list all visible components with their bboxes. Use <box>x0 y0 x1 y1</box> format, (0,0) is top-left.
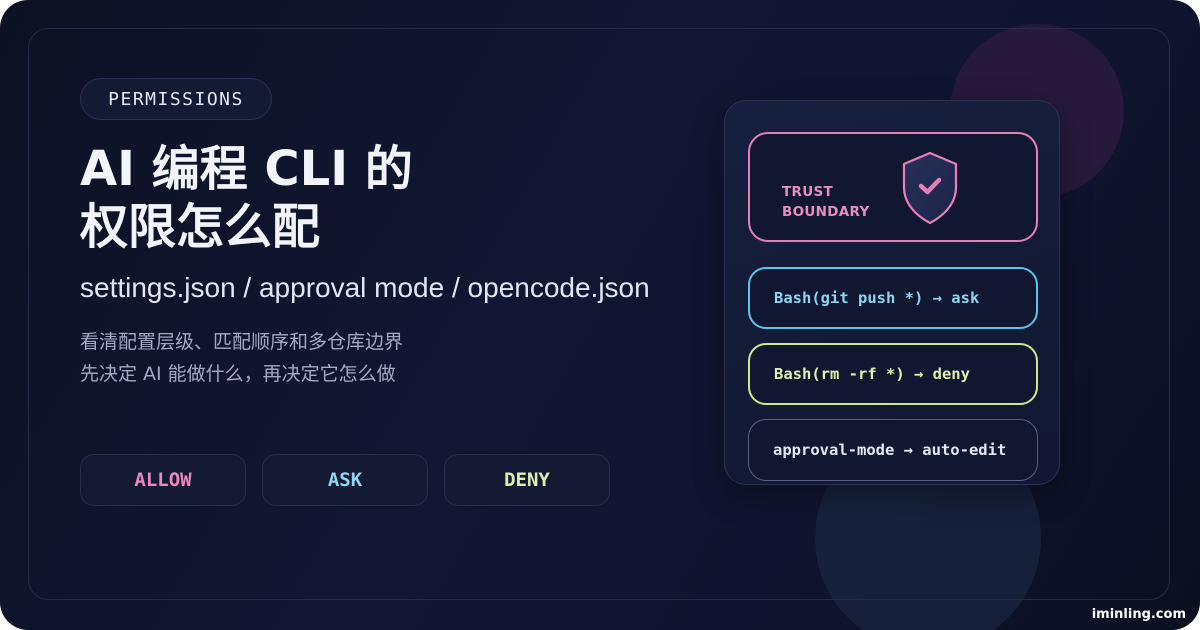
watermark: iminling.com <box>1091 607 1186 622</box>
subtitle: settings.json / approval mode / opencode… <box>80 272 650 303</box>
trust-boundary-box: TRUST BOUNDARY <box>748 132 1038 242</box>
trust-boundary-label: TRUST BOUNDARY <box>782 182 870 222</box>
description: 看清配置层级、匹配顺序和多仓库边界 先决定 AI 能做什么，再决定它怎么做 <box>80 326 403 390</box>
trust-label-line-2: BOUNDARY <box>782 204 870 220</box>
permission-pills: ALLOW ASK DENY <box>80 454 610 506</box>
description-line-1: 看清配置层级、匹配顺序和多仓库边界 <box>80 331 404 353</box>
trust-label-line-1: TRUST <box>782 184 833 200</box>
ask-pill[interactable]: ASK <box>262 454 428 506</box>
inner-frame <box>28 28 1170 600</box>
description-line-2: 先决定 AI 能做什么，再决定它怎么做 <box>80 363 396 385</box>
deny-pill[interactable]: DENY <box>444 454 610 506</box>
rules-panel: TRUST BOUNDARY Bash(git push *) → ask Ba… <box>724 100 1060 485</box>
page-title: AI 编程 CLI 的 权限怎么配 <box>80 140 720 256</box>
allow-pill[interactable]: ALLOW <box>80 454 246 506</box>
title-line-1: AI 编程 CLI 的 <box>80 141 413 197</box>
rule-approval-mode: approval-mode → auto-edit <box>748 419 1038 481</box>
shield-check-icon <box>902 151 958 225</box>
rule-git-push-ask: Bash(git push *) → ask <box>748 267 1038 329</box>
title-line-2: 权限怎么配 <box>80 199 321 255</box>
eyebrow-badge: PERMISSIONS <box>80 78 272 120</box>
rule-rm-rf-deny: Bash(rm -rf *) → deny <box>748 343 1038 405</box>
